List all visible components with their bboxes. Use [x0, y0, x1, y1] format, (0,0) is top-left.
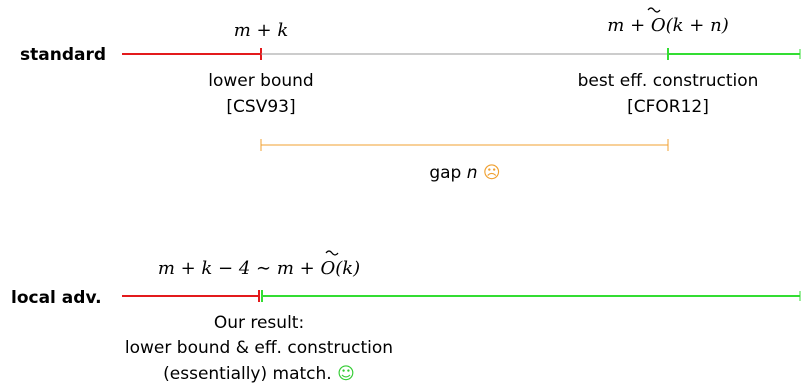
- upper-formula-O: O: [651, 15, 666, 36]
- standard-upper-formula: m + O(k + n): [607, 7, 729, 36]
- lower-bound-label: lower bound: [208, 71, 313, 91]
- lower-bound-citation: [CSV93]: [226, 97, 295, 117]
- result-line-1: Our result:: [214, 313, 304, 333]
- sad-face-icon: ☹: [483, 163, 501, 183]
- standard-lower-formula: m + k: [234, 20, 289, 41]
- upper-formula-prefix: m +: [607, 15, 651, 36]
- local-formula: m + k − 4 ∼ m + O(k): [158, 250, 360, 279]
- gap-label: gap n ☹: [429, 163, 500, 183]
- standard-row-label: standard: [20, 45, 106, 65]
- tilde-mark: [325, 250, 339, 256]
- local-formula-suffix: (k): [335, 258, 360, 279]
- construction-citation: [CFOR12]: [627, 97, 709, 117]
- local-row-label: local adv.: [11, 288, 102, 308]
- local-formula-prefix: m + k − 4 ∼ m +: [158, 258, 321, 279]
- result-line-2: lower bound & eff. construction: [125, 338, 393, 358]
- smile-face-icon: ☺: [337, 364, 355, 384]
- svg-text:m + O(k + n): m + O(k + n): [607, 15, 728, 36]
- local-formula-O: O: [320, 258, 335, 279]
- svg-text:m + k − 4 ∼ m + O(k): m + k − 4 ∼ m + O(k): [158, 258, 360, 279]
- construction-label: best eff. construction: [578, 71, 759, 91]
- upper-formula-suffix: (k + n): [666, 15, 729, 36]
- tilde-mark: [647, 7, 661, 13]
- result-line-3: (essentially) match. ☺: [163, 364, 355, 384]
